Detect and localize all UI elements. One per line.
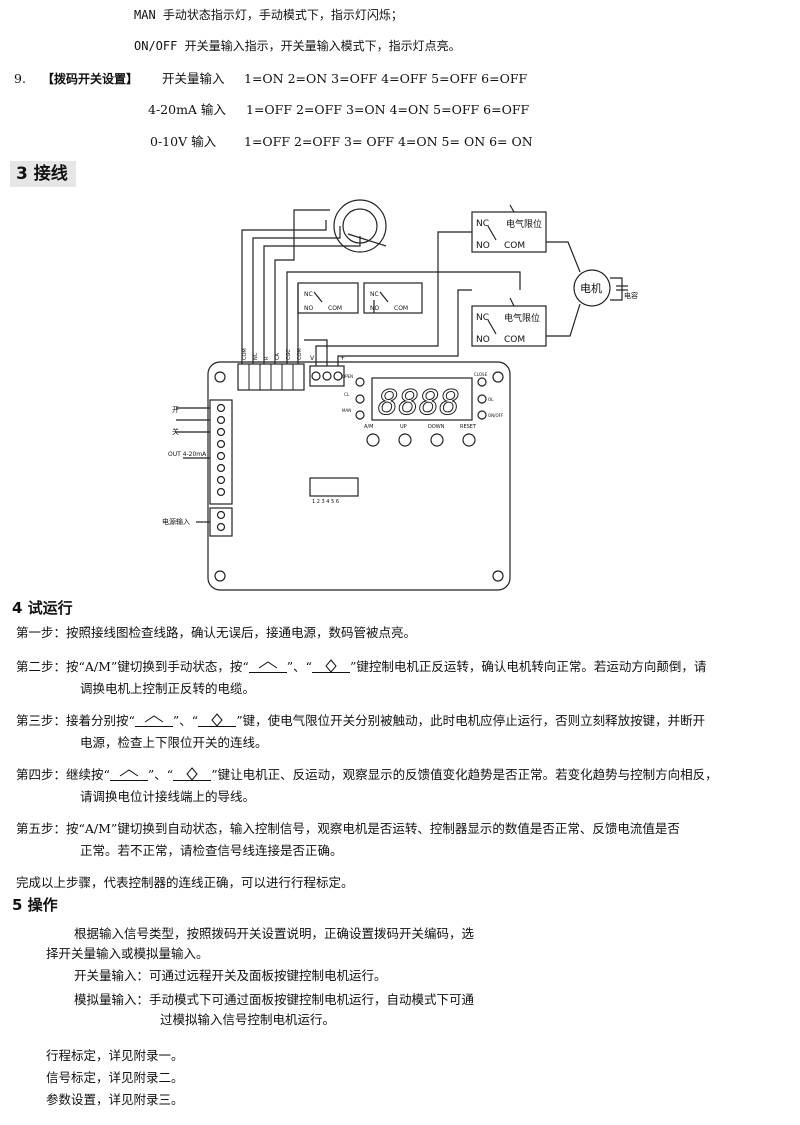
terminal-strip-pot — [309, 365, 345, 387]
svg-text:A/M: A/M — [364, 424, 373, 430]
btn-up — [398, 433, 412, 447]
dip-mode: 开关量输入 — [162, 71, 225, 86]
up-key-icon — [109, 766, 148, 781]
label-open: 开 — [172, 406, 179, 414]
label-nc: NC — [476, 313, 489, 323]
dip-setting: 1=OFF 2=OFF 3= OFF 4=ON 5= ON 6= ON — [244, 134, 533, 149]
potentiometer — [333, 199, 387, 253]
btn-am — [366, 433, 380, 447]
limit-switch-top — [471, 211, 547, 253]
label-close: 关 — [172, 427, 179, 436]
limit-switch-b — [363, 282, 423, 314]
ref-parameter-setting: 参数设置，详见附录三。 — [46, 1092, 184, 1107]
up-key-icon — [248, 658, 287, 673]
ref-signal-calibration: 信号标定，详见附录二。 — [46, 1070, 184, 1085]
completion-note: 完成以上步骤，代表控制器的连线正确，可以进行行程标定。 — [16, 875, 354, 890]
analog-input-desc-cont: 过模拟输入信号控制电机运行。 — [160, 1012, 336, 1027]
operation-intro-cont: 择开关量输入或模拟量输入。 — [46, 946, 209, 961]
mount-hole — [214, 371, 226, 383]
man-indicator-line: MAN 手动状态指示灯，手动模式下，指示灯闪烁； — [134, 8, 403, 22]
svg-text:OL: OL — [488, 397, 494, 402]
svg-text:CLOSE: CLOSE — [474, 372, 488, 377]
mount-hole — [214, 570, 226, 582]
ref-travel-calibration: 行程标定，详见附录一。 — [46, 1048, 184, 1063]
btn-reset — [462, 433, 476, 447]
label-signal-out: OUT 4-20mA — [168, 451, 207, 458]
svg-text:UP: UP — [400, 424, 407, 430]
svg-text:OPEN: OPEN — [342, 374, 353, 379]
step-1: 第一步：按照接线图检查线路，确认无误后，接通电源，数码管被点亮。 — [16, 625, 417, 640]
dip-switch — [309, 477, 359, 497]
svg-text:CGC: CGC — [286, 349, 292, 360]
svg-text:COM: COM — [394, 305, 408, 312]
controller-board — [207, 361, 511, 591]
dip-mode: 0-10V 输入 — [150, 134, 217, 149]
step-4: 第四步：继续按“”、“”键让电机正、反运动，观察显示的反馈值变化趋势是否正常。若… — [16, 766, 718, 804]
svg-text:RESET: RESET — [460, 424, 477, 430]
label-com: COM — [504, 335, 525, 345]
switch-input-desc: 开关量输入：可通过远程开关及面板按键控制电机运行。 — [74, 968, 387, 983]
label-motor: 电机 — [580, 281, 602, 295]
svg-text:NO: NO — [304, 305, 313, 312]
svg-text:COM: COM — [242, 348, 248, 360]
wiring-diagram: 8888 NC NO COM 电气限位 NC NO COM 电气限位 电机 电容… — [162, 199, 638, 591]
svg-text:NC: NC — [253, 352, 259, 360]
terminal-block-left — [209, 399, 233, 505]
step-5: 第五步：按“A/M”键切换到自动状态，输入控制信号，观察电机是否运转、控制器显示… — [16, 821, 680, 858]
dip-item-number: 9. — [14, 71, 26, 86]
step-3: 第三步：接着分别按“”、“”键，使电气限位开关分别被触动，此时电机应停止运行，否… — [16, 712, 706, 750]
svg-text:DOWN: DOWN — [428, 424, 445, 430]
mount-hole — [492, 371, 504, 383]
dip-setting: 1=OFF 2=OFF 3=ON 4=ON 5=OFF 6=OFF — [246, 102, 530, 117]
up-key-icon — [134, 712, 173, 727]
btn-down — [430, 433, 444, 447]
svg-text:V: V — [310, 355, 315, 362]
label-com: COM — [504, 241, 525, 251]
svg-text:R: R — [264, 356, 270, 360]
label-limit: 电气限位 — [506, 218, 542, 230]
svg-text:8888: 8888 — [378, 383, 460, 423]
svg-text:MAN: MAN — [342, 408, 351, 413]
motor — [573, 269, 611, 307]
svg-text:COM: COM — [297, 348, 303, 360]
svg-text:CL: CL — [344, 392, 350, 397]
label-power-in: 电源输入 — [162, 517, 190, 526]
onoff-indicator-line: ON/OFF 开关量输入指示，开关量输入模式下，指示灯点亮。 — [134, 39, 461, 53]
svg-text:NC: NC — [304, 291, 313, 298]
section-heading-trial-run: 4 试运行 — [12, 599, 73, 617]
svg-text:CA: CA — [275, 353, 281, 360]
svg-text:ON/OFF: ON/OFF — [488, 413, 504, 418]
analog-input-desc: 模拟量输入：手动模式下可通过面板按键控制电机运行，自动模式下可通 — [74, 992, 475, 1007]
step-2: 第二步：按“A/M”键切换到手动状态，按“”、“”键控制电机正反运转，确认电机转… — [16, 658, 707, 696]
section-heading-wiring: 3 接线 — [10, 161, 76, 187]
dip-title: 【拨码开关设置】 — [42, 72, 139, 86]
svg-text:NC: NC — [370, 291, 379, 298]
svg-text:COM: COM — [328, 305, 342, 312]
limit-switch-a — [297, 282, 359, 314]
operation-intro: 根据输入信号类型，按照拨码开关设置说明，正确设置拨码开关编码，选 — [74, 926, 475, 941]
section-heading-operation: 5 操作 — [12, 896, 58, 914]
limit-switch-bottom — [471, 305, 547, 347]
terminal-block-power — [209, 507, 233, 537]
label-no: NO — [476, 241, 490, 251]
down-key-icon — [198, 712, 237, 727]
label-limit: 电气限位 — [504, 312, 540, 324]
dip-setting: 1=ON 2=ON 3=OFF 4=OFF 5=OFF 6=OFF — [244, 71, 528, 86]
svg-text:NO: NO — [370, 305, 379, 312]
down-key-icon — [173, 766, 212, 781]
dip-mode: 4-20mA 输入 — [148, 102, 226, 117]
label-no: NO — [476, 335, 490, 345]
label-nc: NC — [476, 219, 489, 229]
digit-display — [371, 377, 473, 421]
label-capacitor: 电容 — [624, 291, 638, 300]
down-key-icon — [312, 658, 350, 673]
mount-hole — [492, 570, 504, 582]
svg-text:1 2 3 4 5 6: 1 2 3 4 5 6 — [312, 499, 339, 505]
svg-text:+: + — [340, 355, 345, 362]
